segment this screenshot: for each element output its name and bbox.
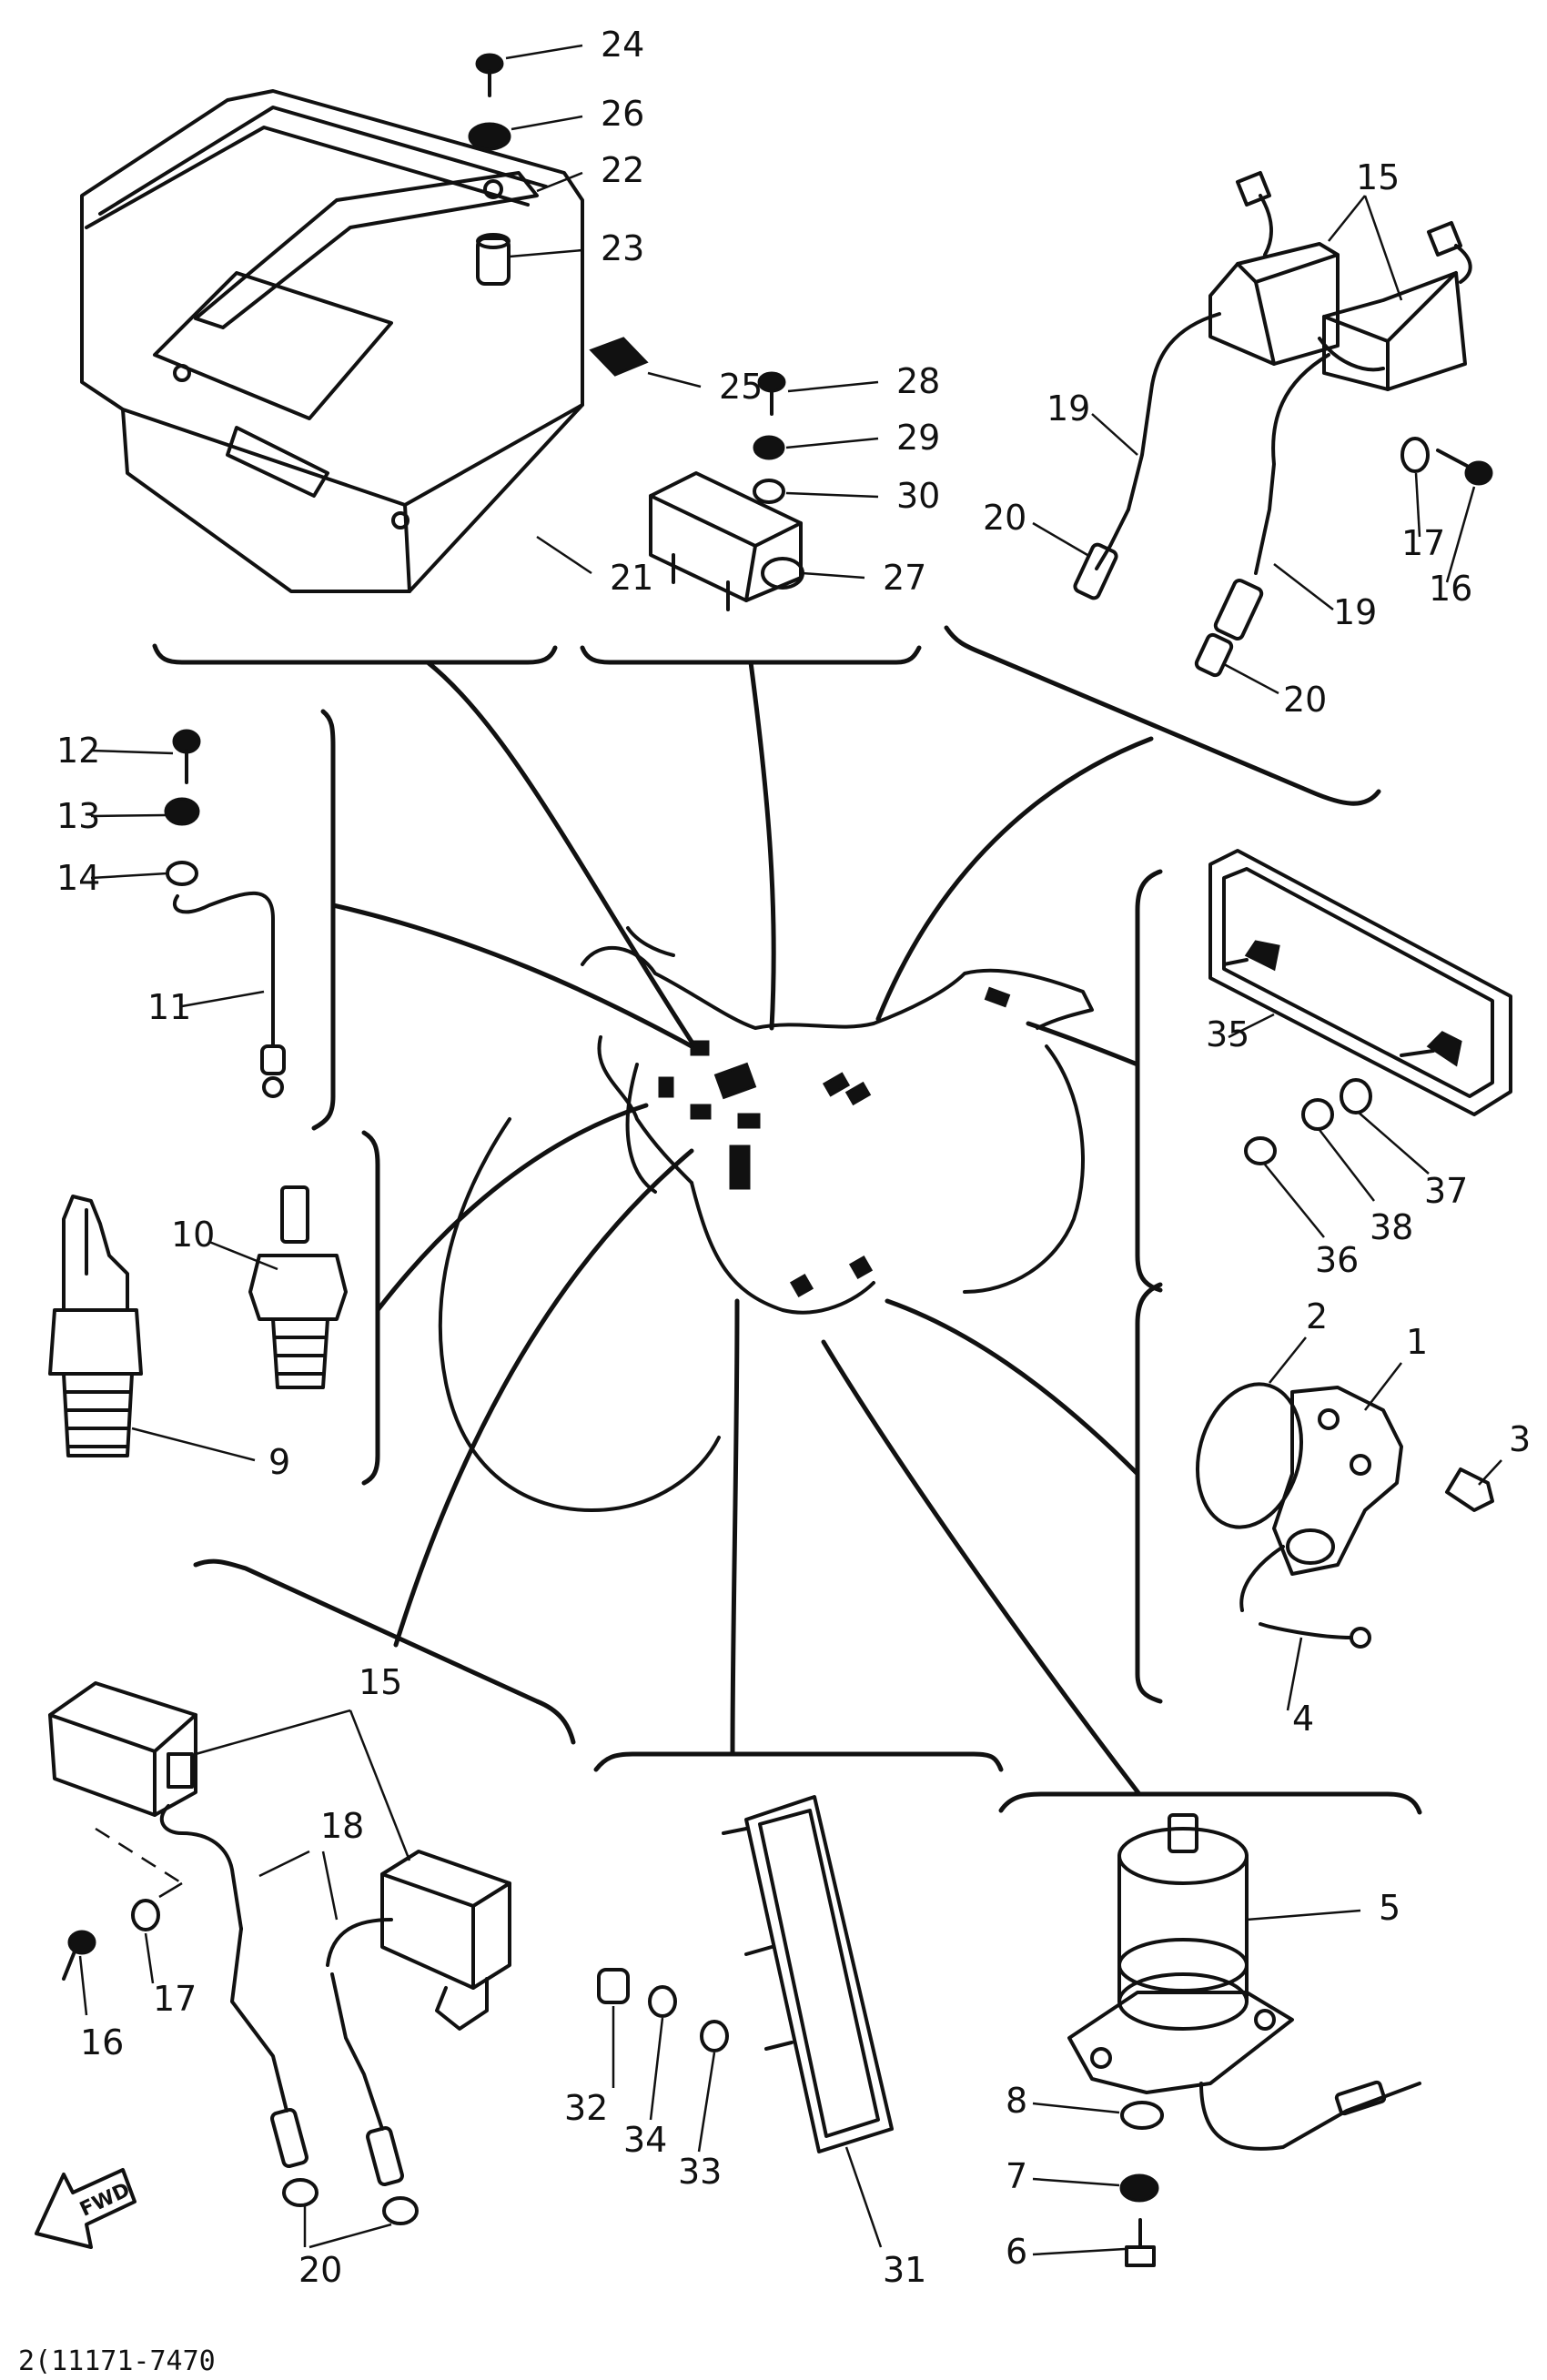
callout-c4: 4 [1292, 1699, 1314, 1739]
drawing-code: 2(11171-7470 [18, 2345, 216, 2377]
callout-c8: 8 [1006, 2081, 1027, 2121]
ignition-coils-upper [1032, 171, 1493, 695]
callout-c33: 33 [678, 2152, 722, 2192]
callout-c15a: 15 [1356, 157, 1400, 197]
callout-c34: 34 [623, 2120, 667, 2160]
callout-c17a: 17 [1401, 523, 1445, 563]
callout-c24: 24 [601, 25, 644, 65]
callout-c22: 22 [601, 150, 644, 190]
callout-c29: 29 [896, 418, 940, 458]
callout-c17b: 17 [153, 1979, 197, 2019]
callout-c3: 3 [1509, 1419, 1531, 1459]
callout-c1: 1 [1406, 1322, 1428, 1362]
side-reflector-assembly [597, 1795, 894, 2248]
callout-c12: 12 [56, 731, 100, 771]
fuel-pump-assembly [1032, 1813, 1421, 2267]
callout-c32: 32 [564, 2088, 608, 2128]
callout-c10: 10 [171, 1215, 215, 1255]
callout-c37: 37 [1424, 1171, 1468, 1211]
callout-c38: 38 [1370, 1207, 1413, 1247]
callout-c35: 35 [1206, 1014, 1249, 1054]
switch-assembly [48, 1185, 348, 1462]
callout-c6: 6 [1006, 2232, 1027, 2272]
callout-c16a: 16 [1429, 569, 1472, 609]
ignition-coils-lower [48, 1681, 511, 2249]
callout-c19b: 19 [1333, 592, 1377, 632]
rear-reflector-assembly [1208, 849, 1512, 1238]
callout-c20a: 20 [983, 498, 1026, 538]
callout-c26: 26 [601, 94, 644, 134]
callout-c19a: 19 [1046, 388, 1090, 429]
callout-c9: 9 [268, 1442, 290, 1482]
callout-c31: 31 [883, 2250, 926, 2290]
callout-c27: 27 [883, 558, 926, 598]
neutral-switch-assembly [1195, 1336, 1502, 1711]
callout-c25: 25 [719, 367, 763, 407]
callout-c15b: 15 [359, 1662, 402, 1702]
cdi-unit-assembly [80, 44, 702, 593]
callout-c2: 2 [1306, 1296, 1328, 1336]
callout-c16b: 16 [80, 2022, 124, 2062]
center-frame-outline [438, 926, 1094, 1512]
callout-c20c: 20 [298, 2250, 342, 2290]
leader-rays [152, 625, 1422, 1815]
callout-c7: 7 [1006, 2156, 1027, 2196]
callout-c21: 21 [610, 558, 653, 598]
relay-assembly [649, 371, 879, 611]
callout-c20b: 20 [1283, 680, 1327, 720]
callout-c11: 11 [147, 987, 191, 1027]
callout-c23: 23 [601, 228, 644, 268]
callout-c14: 14 [56, 858, 100, 898]
callout-c18: 18 [320, 1806, 364, 1846]
callout-c30: 30 [896, 476, 940, 516]
forward-arrow-icon: FWD [35, 2168, 136, 2249]
lead-wire-assembly [90, 729, 286, 1098]
callout-c5: 5 [1379, 1888, 1400, 1928]
callout-c28: 28 [896, 361, 940, 401]
callout-c13: 13 [56, 796, 100, 836]
callout-c36: 36 [1315, 1240, 1359, 1280]
